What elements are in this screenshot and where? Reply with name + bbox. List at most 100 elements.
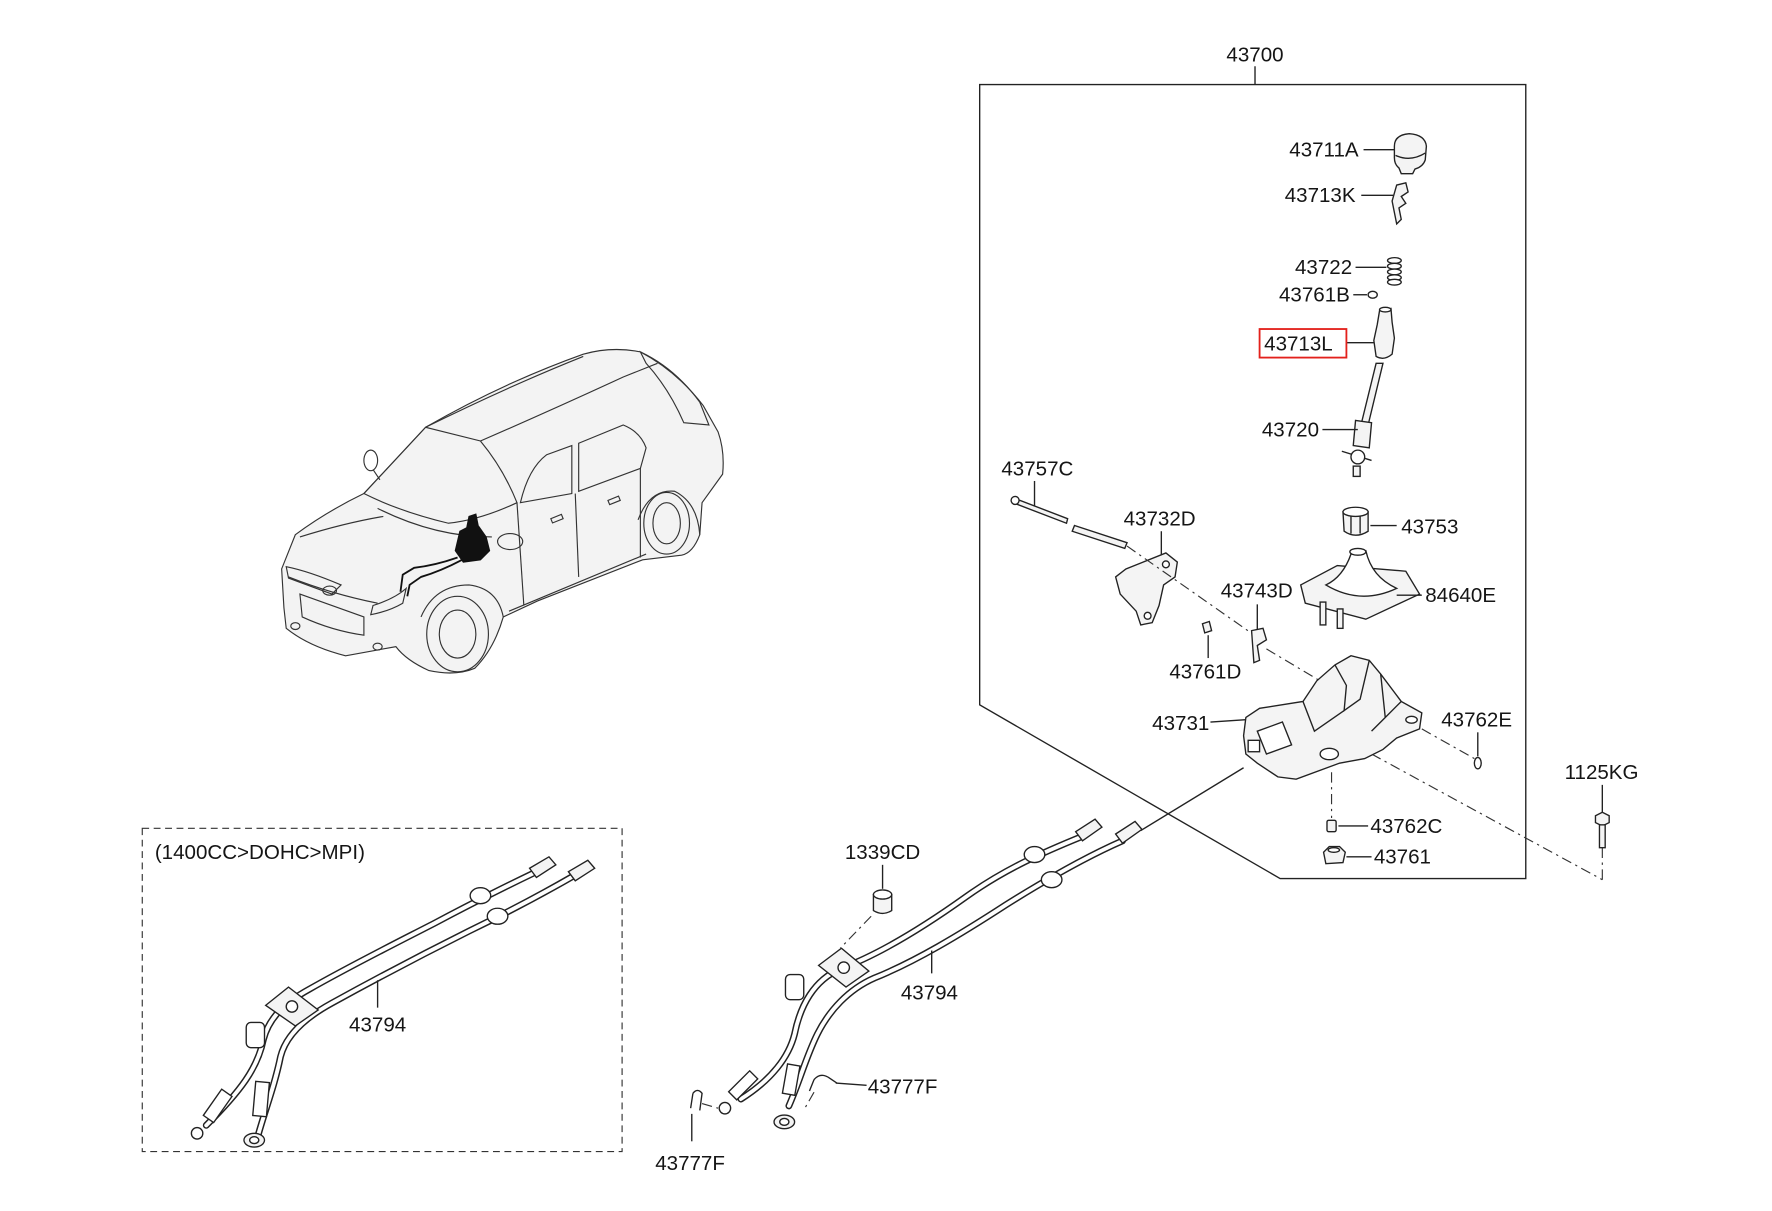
axis-housing-to-cable <box>1140 767 1244 832</box>
car-door-seam-front <box>516 502 525 606</box>
pin-part: 43761D <box>1169 620 1241 684</box>
callout-43722[interactable]: 43722 <box>1295 256 1352 279</box>
lever-rod <box>1360 362 1384 426</box>
lever-block <box>1352 419 1373 449</box>
assembly-axes <box>1126 545 1603 881</box>
car-side-mirror <box>496 532 524 551</box>
car-shifter-location <box>454 513 491 563</box>
nut-part: 43761 <box>1322 846 1431 869</box>
callout-43762c[interactable]: 43762C <box>1370 815 1442 838</box>
alt-cable-a-connector <box>528 855 557 879</box>
alt-cable-b-end-sleeve <box>252 1080 271 1118</box>
callout-43761d[interactable]: 43761D <box>1169 661 1241 684</box>
callout-43732d[interactable]: 43732D <box>1124 508 1196 531</box>
base-housing-mount-tab <box>1405 715 1418 724</box>
callout-43731[interactable]: 43731 <box>1152 712 1209 735</box>
mount-bolt-shank <box>1598 824 1606 849</box>
cable-a-outer <box>737 832 1086 1103</box>
callout-43794-main[interactable]: 43794 <box>901 982 958 1005</box>
base-housing-icon <box>1242 655 1423 780</box>
car-front-wheel <box>426 595 489 673</box>
car-front-wheel-arch <box>420 584 504 618</box>
car-hood-crease-left <box>299 515 384 538</box>
alt-cable-b-connector <box>567 859 596 882</box>
callout-84640e[interactable]: 84640E <box>1425 584 1496 607</box>
spring-coil-2 <box>1386 262 1402 270</box>
cable-clip-right-part: 43777F <box>804 1074 938 1109</box>
callout-43713l[interactable]: 43713L <box>1264 333 1333 356</box>
cable-a-eyelet <box>718 1101 732 1115</box>
ring-part: 43761B <box>1279 284 1378 307</box>
callout-43753[interactable]: 43753 <box>1401 516 1458 539</box>
bolt-part: 43757C <box>1001 457 1128 550</box>
car-roof-edge <box>480 362 658 442</box>
cable-a-end-sleeve <box>727 1069 759 1101</box>
bushing-top <box>1342 506 1369 518</box>
clip-part: 43743D <box>1221 580 1293 664</box>
callout-1125kg[interactable]: 1125KG <box>1565 761 1639 784</box>
mount-bolt-head <box>1594 811 1610 827</box>
callout-43762e[interactable]: 43762E <box>1441 709 1512 732</box>
grommet-top <box>872 889 893 900</box>
car-mirror-top <box>363 449 379 472</box>
callout-43711a[interactable]: 43711A <box>1289 139 1359 162</box>
car-body-outline <box>281 348 724 674</box>
callout-1339cd[interactable]: 1339CD <box>845 841 920 864</box>
bushing-icon <box>1342 511 1369 536</box>
cable-grommet <box>784 973 805 1001</box>
pin-icon <box>1201 620 1213 634</box>
bolt-head <box>1010 495 1020 506</box>
car-logo <box>322 585 338 596</box>
callout-43743d[interactable]: 43743D <box>1221 580 1293 603</box>
car-roof-edge-far <box>425 355 584 428</box>
axis-housing-to-bolt <box>1371 753 1603 881</box>
cable-clip-bottom-part: 43777F <box>655 1089 725 1175</box>
axis-pin-to-clip <box>1126 545 1254 635</box>
spring-part: 43722 <box>1295 256 1402 286</box>
base-housing-rib <box>1256 721 1293 755</box>
knob-part: 43711A <box>1289 132 1428 175</box>
variant-box: (1400CC>DOHC>MPI) 43794 <box>141 827 623 1153</box>
car-headlight-left <box>285 565 343 595</box>
car-door-seam-middle <box>574 493 580 577</box>
car-front-wheel-hub <box>438 609 477 659</box>
bolt-shank <box>1011 497 1069 525</box>
boot-tab-2 <box>1336 608 1344 630</box>
callout-43777f-right[interactable]: 43777F <box>868 1075 938 1098</box>
car-shift-cable-1 <box>399 556 458 592</box>
axis-clip-to-housing <box>1266 648 1332 689</box>
knob-clip-icon <box>1391 181 1409 226</box>
knob-clip-part: 43713K <box>1285 181 1409 226</box>
boot-part: 84640E <box>1299 547 1496 630</box>
callout-43713k[interactable]: 43713K <box>1285 184 1356 207</box>
callout-43761[interactable]: 43761 <box>1374 846 1431 869</box>
variant-boundary <box>141 827 623 1153</box>
alt-cable-a-adjuster <box>469 887 492 905</box>
cable-a-inner <box>738 834 1085 1101</box>
ring-icon <box>1367 290 1378 299</box>
car-grille <box>299 593 365 636</box>
cable-clip-right-axis <box>804 1091 815 1109</box>
callout-43794-alt[interactable]: 43794 <box>349 1014 406 1037</box>
highlight-box <box>1258 328 1348 359</box>
lever-part: 43720 <box>1262 362 1384 478</box>
car-rear-wheel-arch <box>637 490 701 535</box>
selected-part-top <box>1378 306 1392 313</box>
alt-cable-grommet <box>245 1021 266 1049</box>
callout-43720[interactable]: 43720 <box>1262 418 1319 441</box>
cable-b-adjuster <box>1040 871 1063 889</box>
alt-cable-b-adjuster <box>486 907 509 925</box>
cable-assembly-main: 43794 <box>718 818 1143 1130</box>
lever-nub <box>1352 465 1361 478</box>
lever-ball <box>1350 449 1366 465</box>
callout-43761b[interactable]: 43761B <box>1279 284 1350 307</box>
assembly-boundary <box>978 83 1527 880</box>
base-housing-hole <box>1319 747 1340 761</box>
cable-clip-right-icon <box>808 1074 838 1092</box>
cable-clip-bottom-axis <box>701 1103 719 1109</box>
callout-assembly[interactable]: 43700 <box>1226 44 1283 67</box>
car-rear-window <box>639 350 710 426</box>
callout-43777f-bottom[interactable]: 43777F <box>655 1152 725 1175</box>
callout-43757c[interactable]: 43757C <box>1001 457 1073 480</box>
